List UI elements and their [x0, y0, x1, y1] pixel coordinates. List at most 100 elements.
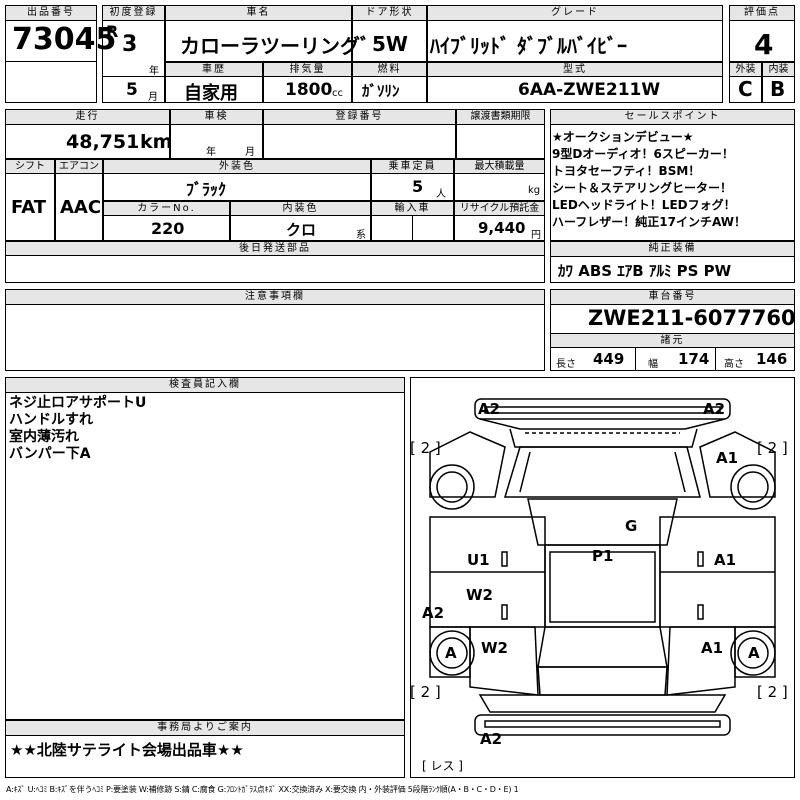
sales-point: トヨタセーフティ！BSM！: [552, 164, 701, 178]
mark-tire-rear-right: A: [748, 644, 760, 662]
inspector-box: [5, 392, 405, 720]
displacement-label: 排気量: [263, 62, 352, 77]
transfer-deadline-box: [456, 124, 545, 159]
mark-tire-rear-left: A: [445, 644, 457, 662]
car-diagram: [429, 398, 776, 736]
office-message: ★★北陸サテライト会場出品車★★: [10, 741, 244, 759]
height: 146: [756, 350, 788, 368]
displacement-unit: cc: [332, 88, 343, 99]
inspection-month-unit: 月: [245, 147, 255, 158]
car-name: カローラツーリングﾞ: [180, 34, 370, 58]
later-parts-box: [5, 255, 545, 283]
history-label: 車歴: [165, 62, 263, 77]
car-name-label: 車名: [165, 5, 352, 21]
model-label: 型式: [427, 62, 723, 77]
load-box: [454, 173, 545, 201]
inspection-box: [170, 124, 263, 159]
history: 自家用: [184, 83, 238, 104]
later-parts-label: 後日発送部品: [5, 241, 545, 256]
width-label: 幅: [648, 359, 658, 370]
interior-color: クロ: [286, 221, 317, 239]
lot-number: 73045: [12, 22, 117, 57]
equipment-box: [550, 256, 795, 283]
recycle-unit: 円: [531, 230, 541, 241]
mark-door-left: U1: [467, 551, 490, 569]
exterior-box: [729, 76, 762, 103]
interior-label: 内装: [762, 62, 795, 77]
mileage-unit: km: [140, 131, 173, 153]
import-label: 輸入車: [371, 201, 454, 216]
interior-color-box: [230, 215, 371, 241]
month-box: [102, 76, 165, 103]
interior-color-unit: 系: [356, 230, 366, 241]
year-unit: 年: [149, 66, 159, 77]
sales-point: ★オークションデビュー★: [552, 130, 694, 144]
notes-box: [5, 304, 545, 371]
legend: A:ｷｽﾞ U:ﾍｺﾐ B:ｷｽﾞを伴うﾍｺﾐ P:要塗装 W:補修跡 S:錆 …: [6, 785, 519, 794]
score-box: [729, 20, 795, 62]
color-no-label: カラーNo.: [103, 201, 230, 216]
inspection-label: 車検: [170, 109, 263, 125]
mark-glass: G: [625, 517, 638, 535]
interior-box: [762, 76, 795, 103]
car-diagram-box: [410, 377, 795, 778]
lot-number-label: 出品番号: [5, 5, 97, 21]
mark-rear-right: A1: [701, 639, 724, 657]
ac: AAC: [60, 197, 102, 218]
month-unit: 月: [148, 92, 158, 103]
mark-quarter-left: A2: [422, 604, 445, 622]
sales-points-label: セールスポイント: [550, 109, 795, 125]
color-no: 220: [151, 219, 185, 238]
length: 449: [593, 350, 625, 368]
displacement: 1800: [285, 80, 333, 100]
transfer-deadline-label: 譲渡書類期限: [456, 109, 545, 125]
inspection-year-unit: 年: [206, 147, 216, 158]
capacity-box: [371, 173, 454, 201]
inspector-note: バンパー下A: [9, 446, 91, 462]
height-label: 高さ: [724, 359, 744, 370]
fuel: ｶﾞｿﾘﾝ: [362, 82, 400, 100]
mark-front-left: A2: [478, 400, 501, 418]
shift: FAT: [11, 197, 47, 218]
exterior-color-label: 外装色: [103, 159, 371, 174]
registration-number-label: 登録番号: [263, 109, 456, 125]
score-label: 評価点: [729, 5, 795, 21]
exterior-grade: C: [738, 77, 753, 101]
mark-bracket-bl: [ 2 ]: [410, 683, 441, 701]
import-divider: [412, 215, 413, 241]
sales-point: 9型Dオーディオ！6スピーカー！: [552, 147, 734, 161]
capacity-unit: 人: [436, 189, 446, 200]
mark-roof: P1: [592, 547, 614, 565]
chassis-number: ZWE211-6077760: [588, 306, 796, 330]
grade-label: グレード: [427, 5, 723, 21]
model-box: [427, 76, 723, 103]
interior-color-label: 内装色: [230, 201, 371, 216]
grade-box: [427, 20, 723, 62]
equipment: ｶﾜ ABS ｴｱB ｱﾙﾐ PS PW: [558, 262, 732, 280]
load-unit: kg: [528, 185, 541, 196]
ac-box: [55, 173, 103, 241]
chassis-label: 車台番号: [550, 289, 795, 305]
score: 4: [754, 28, 774, 61]
dims-box: [550, 347, 795, 371]
door-box: [352, 20, 427, 62]
mileage-box: [5, 124, 170, 159]
inspector-note: ハンドルすれ: [9, 412, 93, 428]
mark-bracket-tl: [ 2 ]: [410, 439, 441, 457]
capacity-label: 乗車定員: [371, 159, 454, 174]
model: 6AA-ZWE211W: [518, 80, 661, 100]
exterior-color: ﾌﾞﾗｯｸ: [186, 180, 227, 199]
grade: ﾊｲﾌﾞﾘｯﾄﾞ ﾀﾞﾌﾞﾙﾊﾞｲﾋﾞｰ: [430, 34, 627, 58]
mark-les: [ レス ]: [422, 759, 463, 773]
inspector-notes: ネジ止ロアサポートU ハンドルすれ 室内薄汚れ バンパー下A: [9, 395, 146, 463]
exterior-color-box: [103, 173, 371, 201]
mark-fender-right: A1: [716, 449, 739, 467]
inspector-label: 検査員記入欄: [5, 377, 405, 393]
mark-rear: A2: [480, 730, 503, 748]
first-registration-label: 初度登録: [102, 5, 165, 21]
color-no-box: [103, 215, 230, 241]
office-label: 事務局よりご案内: [5, 720, 405, 736]
fuel-label: 燃料: [352, 62, 427, 77]
dims-divider: [715, 347, 716, 371]
office-box: [5, 735, 405, 778]
